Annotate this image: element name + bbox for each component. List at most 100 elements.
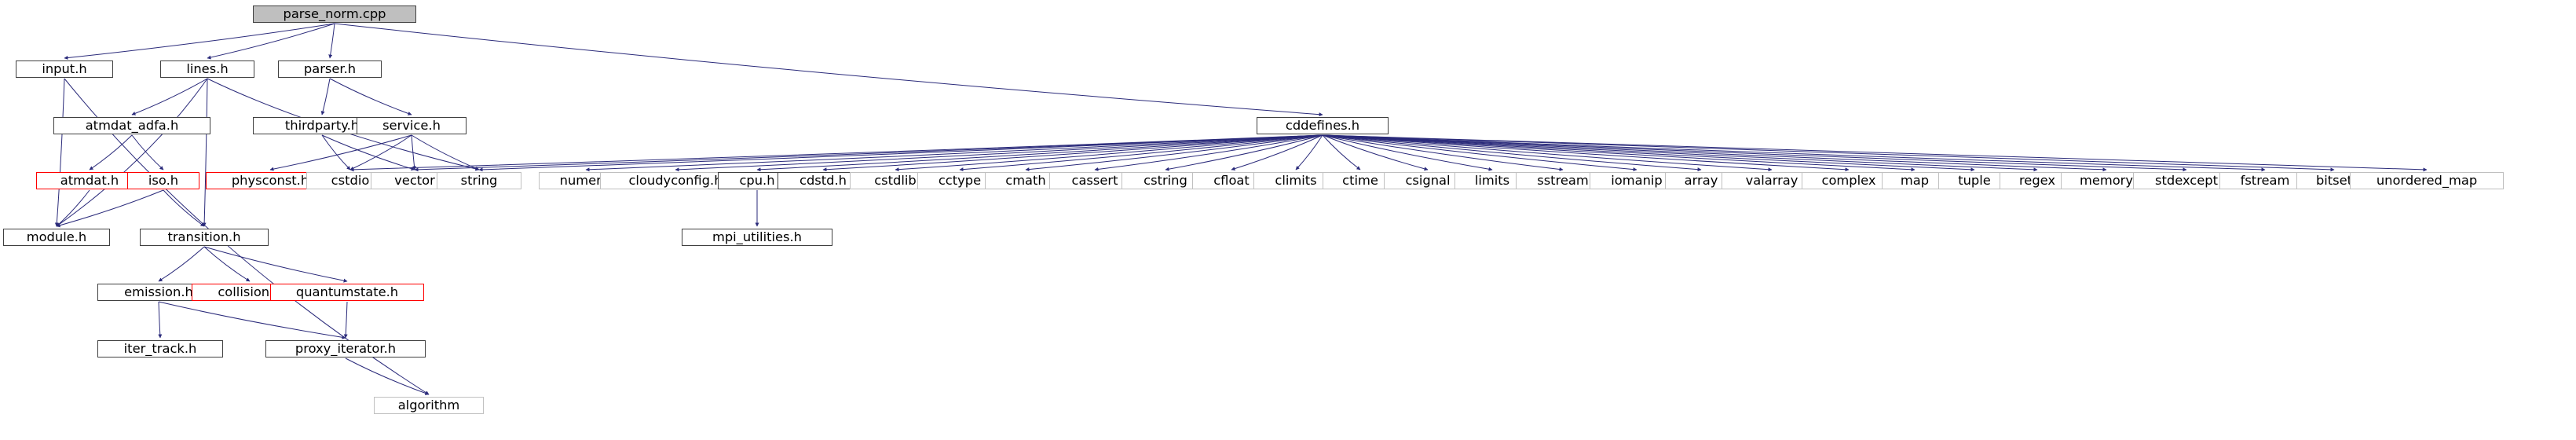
graph-edge-cddefines-h-to-regex — [1323, 135, 2038, 174]
graph-edge-atmdat-adfa-h-to-atmdat-h — [89, 135, 132, 170]
graph-node-input-h[interactable]: input.h — [16, 60, 113, 78]
graph-node-label: bitset — [2315, 172, 2353, 188]
graph-edge-service-h-to-cstdio — [349, 135, 412, 170]
graph-node-tuple[interactable]: tuple — [1938, 172, 2011, 189]
graph-edge-parser-h-to-thirdparty-h — [320, 79, 330, 116]
graph-node-label: iter_track.h — [123, 340, 197, 356]
graph-node-cdstd-h[interactable]: cdstd.h — [778, 172, 869, 189]
graph-node-label: cctype — [938, 172, 982, 188]
graph-node-label: quantumstate.h — [295, 284, 399, 299]
graph-node-atmdat-adfa-h[interactable]: atmdat_adfa.h — [53, 117, 210, 134]
graph-node-label: ctime — [1342, 172, 1378, 188]
graph-edge-parse-norm-cpp-to-input-h — [64, 24, 335, 62]
graph-node-cddefines-h[interactable]: cddefines.h — [1257, 117, 1389, 134]
graph-edge-service-h-to-string — [412, 135, 480, 171]
graph-edge-cddefines-h-to-bitset — [1323, 135, 2335, 174]
graph-node-label: string — [460, 172, 498, 188]
graph-node-cctype[interactable]: cctype — [917, 172, 1002, 189]
graph-node-csignal[interactable]: csignal — [1384, 172, 1472, 189]
graph-node-label: collision.h — [218, 284, 282, 299]
graph-node-unordered-map[interactable]: unordered_map — [2350, 172, 2504, 189]
graph-edge-cddefines-h-to-sstream — [1323, 135, 1564, 173]
graph-node-label: cloudyconfig.h — [628, 172, 723, 188]
graph-edge-cddefines-h-to-map — [1323, 135, 1916, 174]
graph-edge-cddefines-h-to-cfloat — [1231, 135, 1323, 172]
graph-node-label: vector — [394, 172, 435, 188]
graph-node-complex[interactable]: complex — [1802, 172, 1896, 189]
graph-node-algorithm[interactable]: algorithm — [374, 397, 484, 414]
graph-node-parse-norm-cpp[interactable]: parse_norm.cpp — [253, 6, 416, 23]
graph-node-cfloat[interactable]: cfloat — [1192, 172, 1271, 189]
graph-edge-cddefines-h-to-array — [1323, 135, 1702, 174]
graph-node-label: thirdparty.h — [284, 117, 360, 133]
graph-node-regex[interactable]: regex — [2000, 172, 2075, 189]
graph-node-label: atmdat_adfa.h — [85, 117, 179, 133]
graph-edge-cddefines-h-to-cpu-h — [756, 135, 1323, 174]
graph-node-label: parser.h — [303, 60, 357, 76]
graph-edge-cddefines-h-to-valarray — [1323, 135, 1773, 174]
graph-edge-parser-h-to-service-h — [330, 79, 412, 116]
graph-node-map[interactable]: map — [1882, 172, 1948, 189]
graph-node-mpi-utilities-h[interactable]: mpi_utilities.h — [682, 229, 832, 246]
graph-node-ctime[interactable]: ctime — [1323, 172, 1398, 189]
graph-node-service-h[interactable]: service.h — [357, 117, 467, 134]
graph-node-label: cpu.h — [739, 172, 775, 188]
graph-node-sstream[interactable]: sstream — [1516, 172, 1610, 189]
graph-node-cloudyconfig-h[interactable]: cloudyconfig.h — [600, 172, 751, 189]
graph-node-iso-h[interactable]: iso.h — [127, 172, 199, 189]
graph-edge-iso-h-to-transition-h — [163, 190, 205, 226]
graph-edge-transition-h-to-quantumstate-h — [204, 247, 348, 284]
graph-edge-atmdat-h-to-module-h — [56, 190, 90, 226]
graph-node-memory[interactable]: memory — [2061, 172, 2152, 189]
graph-edge-parse-norm-cpp-to-parser-h — [327, 24, 335, 59]
graph-edge-cddefines-h-to-memory — [1323, 135, 2107, 174]
graph-node-cmath[interactable]: cmath — [985, 172, 1067, 189]
graph-node-label: transition.h — [167, 229, 241, 244]
graph-node-physconst-h[interactable]: physconst.h — [206, 172, 335, 189]
graph-node-label: fstream — [2240, 172, 2290, 188]
graph-edge-cddefines-h-to-complex — [1323, 135, 1850, 174]
graph-node-label: mpi_utilities.h — [712, 229, 803, 244]
graph-node-label: complex — [1821, 172, 1876, 188]
graph-node-label: unordered_map — [2376, 172, 2478, 188]
graph-edge-cddefines-h-to-cstdlib — [895, 135, 1323, 174]
graph-node-label: tuple — [1958, 172, 1991, 188]
graph-node-transition-h[interactable]: transition.h — [140, 229, 269, 246]
graph-node-fstream[interactable]: fstream — [2219, 172, 2311, 189]
graph-node-module-h[interactable]: module.h — [3, 229, 110, 246]
graph-node-climits[interactable]: climits — [1253, 172, 1338, 189]
graph-edge-cddefines-h-to-vector — [414, 135, 1323, 174]
graph-edge-lines-h-to-module-h — [56, 79, 207, 226]
graph-node-label: array — [1684, 172, 1718, 188]
graph-node-valarray[interactable]: valarray — [1722, 172, 1822, 189]
graph-node-quantumstate-h[interactable]: quantumstate.h — [270, 284, 424, 301]
graph-node-limits[interactable]: limits — [1454, 172, 1530, 189]
graph-node-label: emission.h — [124, 284, 193, 299]
graph-node-cpu-h[interactable]: cpu.h — [718, 172, 796, 189]
graph-node-label: module.h — [26, 229, 87, 244]
graph-edge-cddefines-h-to-iomanip — [1323, 135, 1637, 174]
graph-edge-atmdat-adfa-h-to-iso-h — [132, 135, 164, 170]
graph-edge-thirdparty-h-to-cstdio — [322, 135, 350, 170]
graph-node-label: memory — [2079, 172, 2134, 188]
graph-node-label: stdexcept — [2155, 172, 2218, 188]
graph-node-iomanip[interactable]: iomanip — [1590, 172, 1684, 189]
graph-node-label: parse_norm.cpp — [283, 6, 386, 21]
graph-node-label: atmdat.h — [60, 172, 119, 188]
graph-edge-cddefines-h-to-csignal — [1323, 135, 1429, 172]
graph-node-iter-track-h[interactable]: iter_track.h — [97, 340, 223, 358]
graph-node-label: cfloat — [1213, 172, 1250, 188]
graph-node-array[interactable]: array — [1665, 172, 1737, 189]
graph-node-label: proxy_iterator.h — [295, 340, 397, 356]
graph-edge-cddefines-h-to-cmath — [1025, 135, 1323, 174]
graph-node-lines-h[interactable]: lines.h — [160, 60, 254, 78]
graph-node-string[interactable]: string — [437, 172, 521, 189]
graph-node-label: cmath — [1005, 172, 1046, 188]
graph-node-proxy-iterator-h[interactable]: proxy_iterator.h — [265, 340, 426, 358]
graph-node-label: algorithm — [397, 397, 460, 412]
graph-node-atmdat-h[interactable]: atmdat.h — [36, 172, 143, 189]
graph-node-parser-h[interactable]: parser.h — [278, 60, 382, 78]
graph-node-emission-h[interactable]: emission.h — [97, 284, 220, 301]
graph-node-cstring[interactable]: cstring — [1122, 172, 1209, 189]
